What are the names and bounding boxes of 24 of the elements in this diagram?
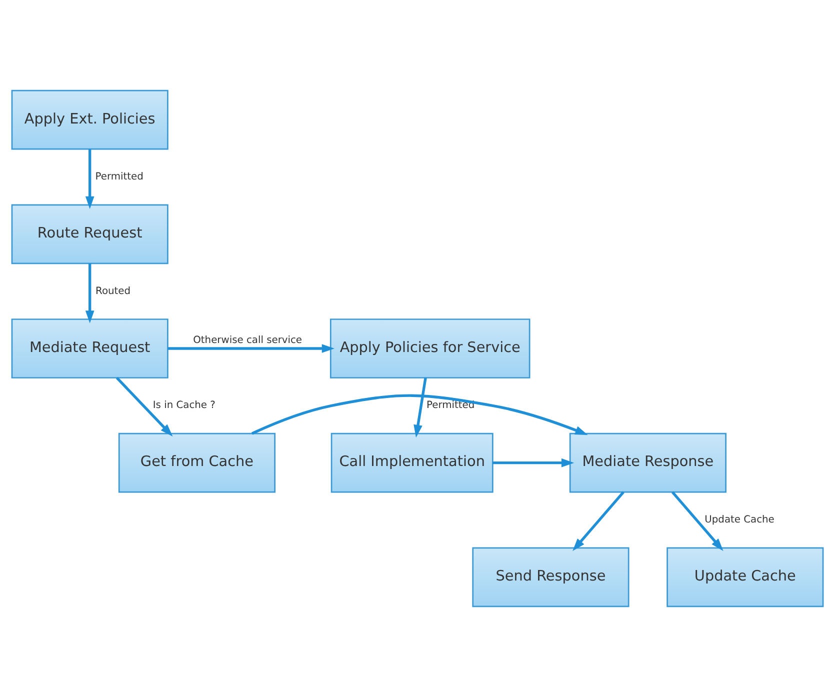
arrow bbox=[414, 378, 427, 438]
edge-label: Otherwise call service bbox=[193, 334, 302, 346]
edge-label: Update Cache bbox=[704, 514, 774, 526]
node-box: Mediate Response bbox=[569, 432, 726, 493]
node-box: Apply Policies for Service bbox=[330, 318, 530, 378]
node-box: Apply Ext. Policies bbox=[11, 90, 168, 150]
node-box: Call Implementation bbox=[330, 432, 494, 493]
edge-label: Permitted bbox=[426, 400, 475, 412]
arrow bbox=[251, 394, 588, 436]
arrow bbox=[85, 149, 94, 209]
edge-label: Permitted bbox=[95, 172, 144, 183]
arrow bbox=[85, 263, 94, 324]
arrow bbox=[492, 458, 574, 468]
node-box: Send Response bbox=[472, 547, 630, 608]
node-box: Route Request bbox=[11, 204, 168, 264]
edge-label: Routed bbox=[96, 286, 131, 297]
edge-label: Is in Cache ? bbox=[152, 400, 216, 412]
node-box: Update Cache bbox=[666, 547, 824, 608]
node-box: Get from Cache bbox=[118, 432, 276, 493]
arrow bbox=[572, 491, 624, 551]
arrow bbox=[116, 376, 173, 436]
arrow bbox=[671, 491, 724, 551]
arrow bbox=[168, 344, 334, 353]
node-box: Mediate Request bbox=[11, 318, 168, 378]
